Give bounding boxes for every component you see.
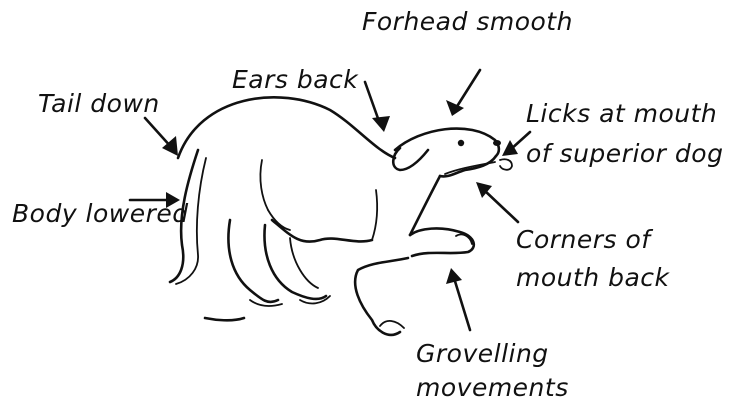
dog-front-leg-raised: [410, 228, 474, 256]
dog-ear: [393, 148, 428, 170]
dog-rear-leg-3: [290, 238, 318, 288]
label-tail: Tail down: [38, 88, 160, 120]
licks-arrowhead: [502, 140, 518, 156]
dog-nose: [493, 140, 501, 146]
dog-head-top: [395, 129, 499, 156]
dog-chest: [372, 190, 377, 240]
dog-eye: [458, 140, 464, 146]
label-licks-2: of superior dog: [526, 138, 723, 170]
dog-ground-paw-left: [205, 318, 244, 320]
dog-rear-leg-1: [228, 220, 278, 302]
dog-neck: [410, 176, 440, 235]
label-ears: Ears back: [232, 64, 358, 96]
grovel-arrow: [454, 278, 470, 330]
dog-back: [178, 97, 395, 158]
dog-belly: [272, 220, 372, 242]
label-forehead: Forhead smooth: [362, 6, 573, 38]
dog-haunch: [260, 160, 268, 210]
label-grovel-1: Grovelling: [416, 338, 549, 370]
label-licks-1: Licks at mouth: [526, 98, 717, 130]
label-corners-1: Corners of: [516, 224, 651, 256]
ears-arrowhead: [372, 116, 390, 132]
dog-front-paw: [380, 321, 404, 328]
forehead-arrow: [456, 70, 480, 108]
dog-tongue: [500, 159, 512, 170]
forehead-arrowhead: [446, 100, 464, 116]
label-grovel-2: movements: [416, 372, 569, 404]
corners-arrow: [484, 190, 518, 222]
label-body: Body lowered: [12, 198, 189, 230]
grovel-arrowhead: [446, 268, 462, 284]
label-corners-2: mouth back: [516, 262, 670, 294]
